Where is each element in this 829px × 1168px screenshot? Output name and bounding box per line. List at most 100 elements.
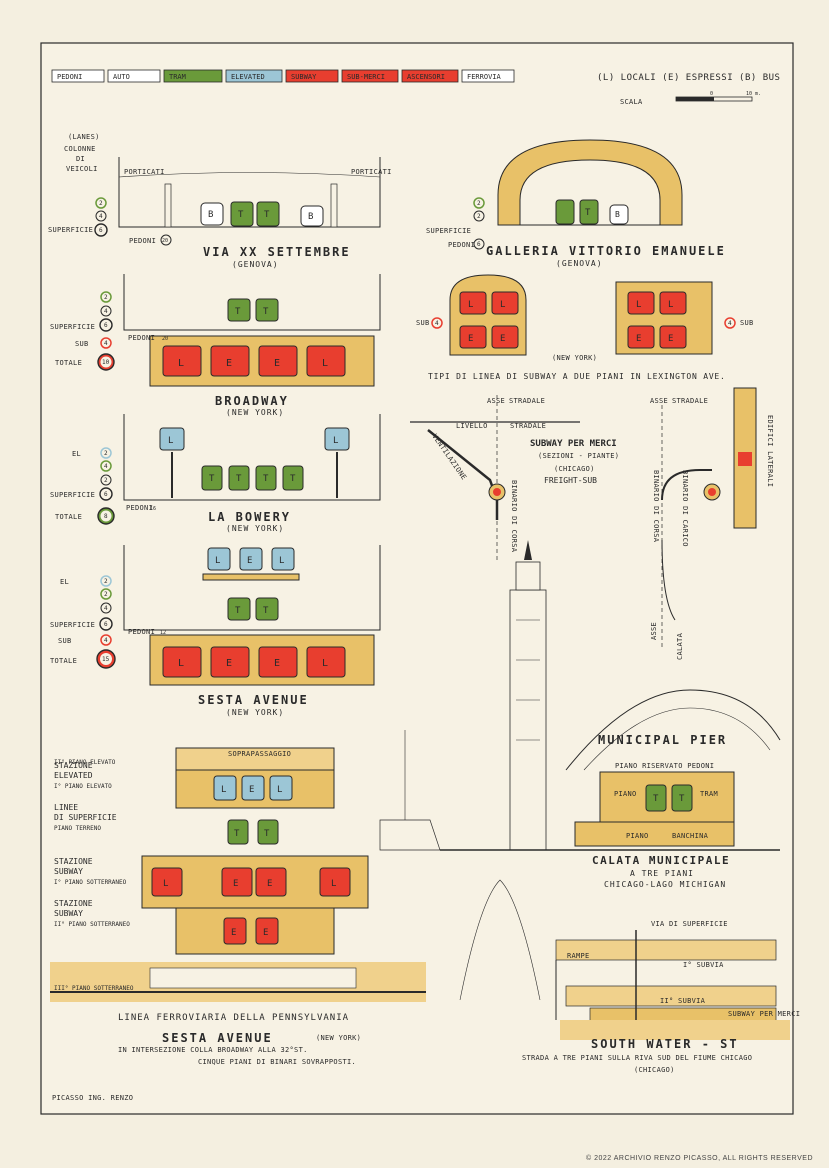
svg-text:10: 10 bbox=[102, 359, 110, 366]
scale-label: SCALA bbox=[620, 98, 643, 106]
svg-text:T: T bbox=[653, 794, 659, 804]
bowery-title: LA BOWERY bbox=[208, 510, 291, 524]
galleria-pedoni: PEDONI bbox=[448, 241, 475, 249]
svg-text:T: T bbox=[585, 208, 591, 218]
svg-text:T: T bbox=[234, 829, 240, 839]
section-galleria: T B SUPERFICIE PEDONI 2 2 6 GALLERIA VIT… bbox=[426, 139, 724, 268]
svg-text:E: E bbox=[636, 334, 641, 344]
svg-text:E: E bbox=[274, 658, 280, 669]
svg-text:8: 8 bbox=[104, 513, 108, 520]
freight-edifici: EDIFICI LATERALI bbox=[766, 415, 774, 487]
sesta-sub: SUB bbox=[58, 637, 72, 645]
svg-text:T: T bbox=[290, 474, 296, 484]
freight-en-title: FREIGHT-SUB bbox=[544, 476, 597, 485]
svg-text:L: L bbox=[331, 879, 336, 889]
sesta-pedoni: PEDONI bbox=[128, 628, 155, 636]
svg-text:L: L bbox=[221, 785, 226, 795]
svg-text:L: L bbox=[468, 300, 473, 310]
legend-label-ferrovia: FERROVIA bbox=[467, 73, 502, 81]
bowery-pedoni: PEDONI bbox=[126, 504, 153, 512]
freight-livello-stradale: STRADALE bbox=[510, 422, 546, 430]
sesta-totale: TOTALE bbox=[50, 657, 77, 665]
sesta-title: SESTA AVENUE bbox=[198, 693, 309, 707]
crossing-caption-city: (NEW YORK) bbox=[316, 1034, 361, 1042]
svg-text:B: B bbox=[208, 210, 213, 220]
svg-text:T: T bbox=[679, 794, 685, 804]
svg-text:E: E bbox=[231, 928, 236, 938]
pier-piano2: PIANO bbox=[626, 832, 649, 840]
svg-text:L: L bbox=[178, 658, 184, 669]
svg-text:2: 2 bbox=[104, 450, 108, 457]
ferrovia-label: LINEA FERROVIARIA DELLA PENNSYLVANIA bbox=[118, 1013, 349, 1023]
pier-riservato: PIANO RISERVATO PEDONI bbox=[615, 762, 714, 770]
legend-label-ascensori: ASCENSORI bbox=[407, 73, 445, 81]
broadway-car-label: L bbox=[178, 358, 184, 369]
svg-text:E: E bbox=[468, 334, 473, 344]
svg-text:4: 4 bbox=[728, 320, 732, 327]
water-subvia-1: I° SUBVIA bbox=[683, 961, 724, 969]
broadway-car bbox=[258, 345, 298, 377]
svg-text:L: L bbox=[668, 300, 673, 310]
lex-sub-left: SUB bbox=[416, 319, 430, 327]
legend-swatch-ascensori bbox=[401, 69, 459, 83]
pier-caption-3: CHICAGO-LAGO MICHIGAN bbox=[604, 880, 726, 889]
svg-text:4: 4 bbox=[104, 463, 108, 470]
svg-text:4: 4 bbox=[104, 637, 108, 644]
svg-text:12: 12 bbox=[160, 630, 166, 636]
freight-binario: BINARIO DI CORSA bbox=[510, 480, 518, 553]
legend-label-sub-merci: SUB-MERCI bbox=[347, 73, 385, 81]
crossing-level-label: II° PIANO SOTTERRANEO bbox=[54, 921, 130, 928]
freight2-stradale: STRADALE bbox=[672, 397, 708, 405]
section-freight-sub: ASSE STRADALE LIVELLO STRADALE VENTILAZI… bbox=[410, 387, 774, 650]
freight2-carico: BINARIO DI CARICO bbox=[681, 470, 689, 547]
broadway-car-label: E bbox=[274, 358, 280, 369]
svg-text:T: T bbox=[264, 210, 270, 220]
section-crossing: SOPRAPASSAGGIO L E L T T L E E L E E II°… bbox=[50, 747, 426, 1066]
crossing-level-label: I° PIANO SOTTERRANEO bbox=[54, 879, 127, 886]
pedoni-label: PEDONI bbox=[129, 237, 156, 245]
svg-text:T: T bbox=[263, 474, 269, 484]
svg-text:T: T bbox=[236, 474, 242, 484]
crossing-caption-2: CINQUE PIANI DI BINARI SOVRAPPOSTI. bbox=[198, 1058, 356, 1066]
colonne-label: COLONNE bbox=[64, 145, 96, 153]
crossing-level-label: SUBWAY bbox=[54, 867, 83, 876]
broadway-car-label: E bbox=[226, 358, 232, 369]
freight2-binario: BINARIO DI CORSA bbox=[652, 470, 660, 543]
svg-text:E: E bbox=[247, 556, 252, 566]
lex-city: (NEW YORK) bbox=[552, 354, 597, 362]
svg-text:2: 2 bbox=[477, 200, 481, 207]
freight-asse: ASSE bbox=[487, 397, 505, 405]
legend-swatch-ferrovia bbox=[461, 69, 515, 83]
legend-label-subway: SUBWAY bbox=[291, 73, 317, 81]
sesta-superficie: SUPERFICIE bbox=[50, 621, 95, 629]
svg-text:E: E bbox=[226, 658, 232, 669]
svg-text:0: 0 bbox=[710, 91, 713, 97]
freight-stradale: STRADALE bbox=[509, 397, 545, 405]
crossing-level-label: STAZIONE bbox=[54, 857, 93, 866]
crossing-level-label: I° PIANO ELEVATO bbox=[54, 783, 112, 790]
svg-text:T: T bbox=[263, 307, 269, 317]
broadway-counts: 2 4 6 4 10 bbox=[97, 291, 115, 371]
lex-sub-right: SUB bbox=[740, 319, 754, 327]
bowery-totale: TOTALE bbox=[55, 513, 82, 521]
svg-text:B: B bbox=[308, 212, 313, 222]
crossing-caption-1: IN INTERSEZIONE COLLA BROADWAY ALLA 32°S… bbox=[118, 1046, 308, 1054]
pier-title: MUNICIPAL PIER bbox=[598, 733, 727, 747]
pier-asse: ASSE bbox=[650, 622, 658, 640]
crossing-caption-title: SESTA AVENUE bbox=[162, 1031, 273, 1045]
section-south-water: VIA DI SUPERFICIE RAMPE I° SUBVIA II° SU… bbox=[430, 879, 800, 1074]
water-via: VIA DI SUPERFICIE bbox=[651, 920, 728, 928]
svg-text:6: 6 bbox=[477, 241, 481, 248]
svg-text:6: 6 bbox=[104, 491, 108, 498]
broadway-pedoni: PEDONI bbox=[128, 334, 155, 342]
svg-text:L: L bbox=[279, 556, 284, 566]
pier-caption-1: CALATA MUNICIPALE bbox=[592, 854, 730, 867]
sesta-el: EL bbox=[60, 578, 69, 586]
svg-text:E: E bbox=[263, 928, 268, 938]
svg-text:L: L bbox=[163, 879, 168, 889]
svg-text:E: E bbox=[233, 879, 238, 889]
bowery-subtitle: (NEW YORK) bbox=[226, 524, 284, 533]
svg-text:E: E bbox=[668, 334, 673, 344]
